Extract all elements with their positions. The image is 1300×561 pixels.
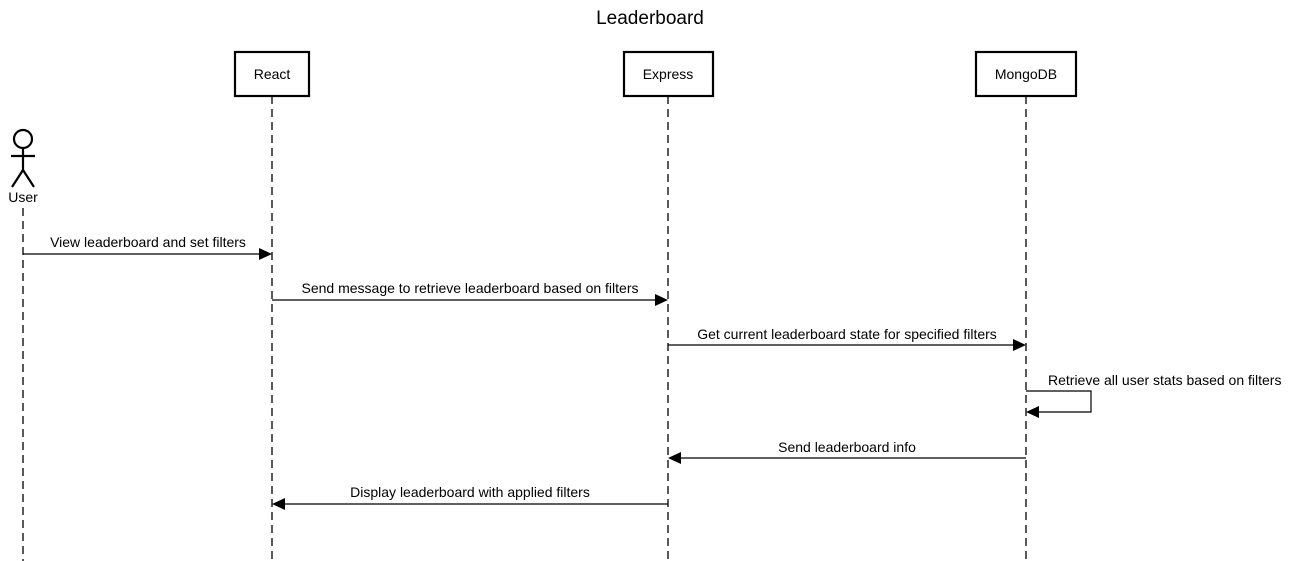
message-label: Send leaderboard info — [778, 439, 916, 455]
message-send-info: Send leaderboard info — [668, 439, 1026, 464]
arrowhead-icon — [655, 294, 668, 306]
stick-figure-icon — [11, 128, 35, 188]
message-display-leaderboard: Display leaderboard with applied filters — [272, 484, 668, 510]
arrowhead-icon — [1026, 406, 1039, 418]
message-get-state: Get current leaderboard state for specif… — [668, 326, 1026, 351]
participant-react: React — [233, 50, 311, 561]
participant-label: MongoDB — [995, 66, 1057, 82]
arrowhead-icon — [668, 452, 681, 464]
message-label: Display leaderboard with applied filters — [350, 484, 590, 500]
arrowhead-icon — [259, 248, 272, 260]
arrowhead-icon — [1013, 339, 1026, 351]
participant-mongodb: MongoDB — [974, 50, 1078, 561]
participant-label: Express — [643, 66, 694, 82]
message-label: Get current leaderboard state for specif… — [697, 326, 997, 342]
message-retrieve-leaderboard: Send message to retrieve leaderboard bas… — [272, 280, 668, 306]
participant-box — [622, 50, 715, 98]
participant-box — [233, 50, 311, 98]
diagram-title: Leaderboard — [596, 8, 704, 29]
participant-label: React — [254, 66, 291, 82]
actor-label: User — [8, 189, 38, 205]
actor-user: User — [8, 128, 38, 205]
message-label: View leaderboard and set filters — [50, 234, 246, 250]
participant-express: Express — [622, 50, 715, 561]
message-retrieve-user-stats: Retrieve all user stats based on filters — [1026, 372, 1281, 418]
message-label: Retrieve all user stats based on filters — [1048, 372, 1281, 388]
message-view-leaderboard: View leaderboard and set filters — [23, 234, 272, 260]
arrowhead-icon — [272, 498, 285, 510]
message-label: Send message to retrieve leaderboard bas… — [302, 280, 639, 296]
participant-box — [974, 50, 1078, 98]
